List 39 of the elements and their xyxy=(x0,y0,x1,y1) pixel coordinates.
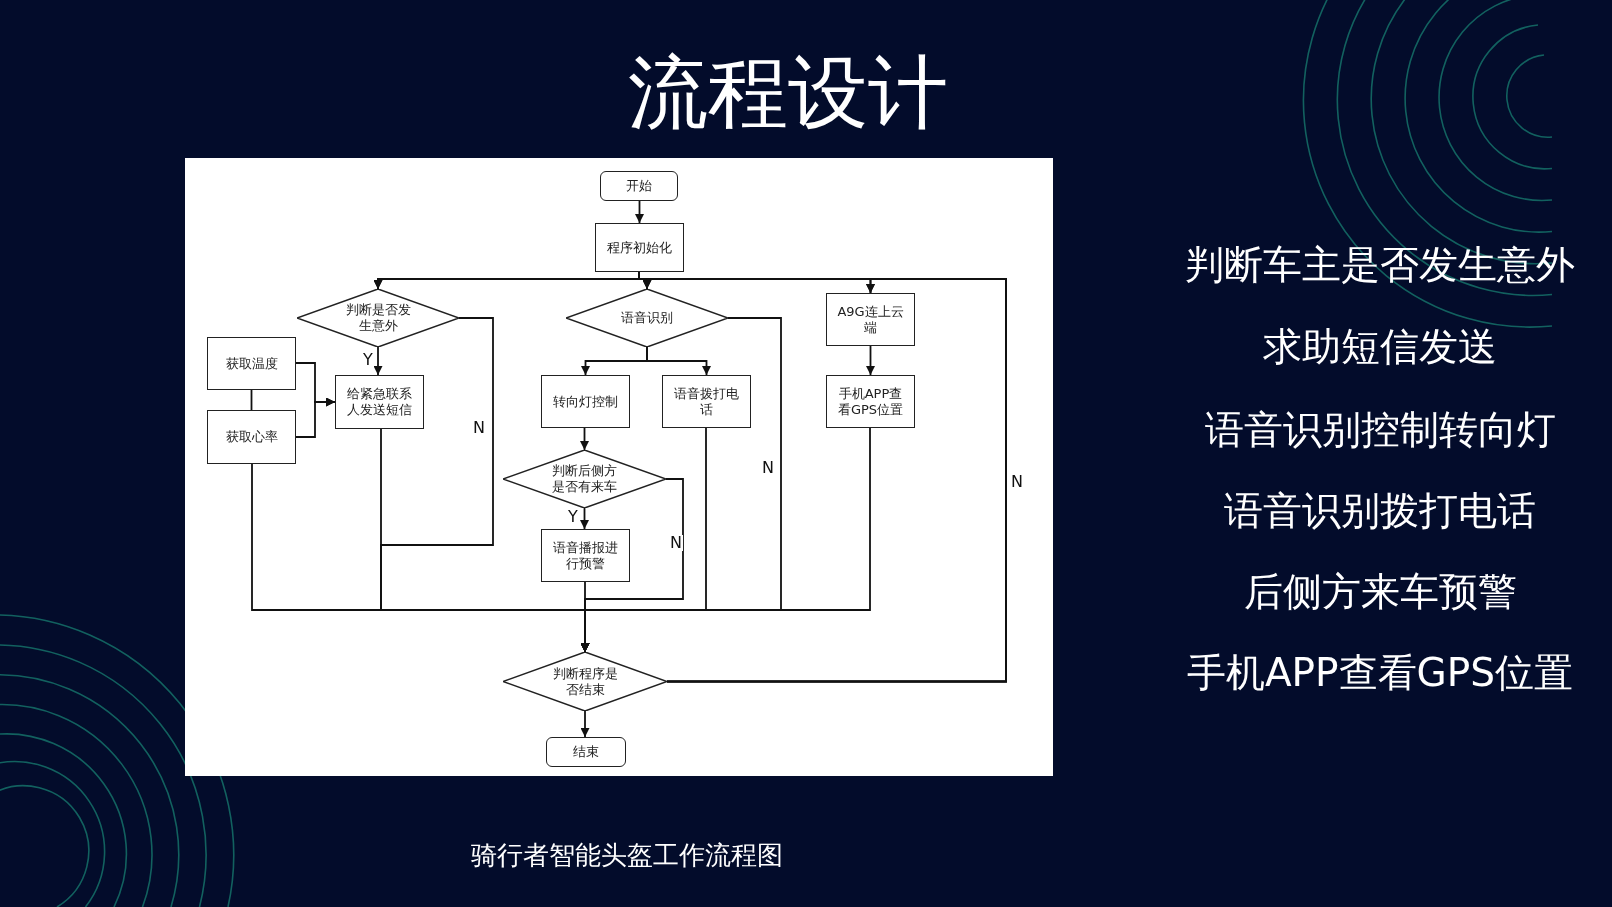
arrow xyxy=(580,507,589,530)
edge-label: N xyxy=(1010,474,1024,490)
arrow xyxy=(580,427,589,451)
edge-label: N xyxy=(472,420,486,436)
feature-text: 判断车主是否发生意外 xyxy=(1185,242,1575,288)
arrow xyxy=(646,346,711,376)
edge-label: Y xyxy=(362,352,374,368)
edge-label: N xyxy=(761,460,775,476)
terminal-box: 开始 xyxy=(600,171,678,201)
process-box: 转向灯控制 xyxy=(541,375,630,428)
arrow xyxy=(580,427,871,653)
process-box: 程序初始化 xyxy=(595,223,684,272)
edge-label: Y xyxy=(567,509,579,525)
decision-diamond: 判断后侧方是否有来车 xyxy=(503,450,666,508)
decision-diamond: 判断是否发生意外 xyxy=(297,289,459,347)
feature-text: 语音识别控制转向灯 xyxy=(1204,407,1556,453)
edge-label: N xyxy=(669,535,683,551)
arrow xyxy=(635,200,644,224)
process-box: 获取心率 xyxy=(207,410,296,464)
process-box: A9G连上云端 xyxy=(826,293,915,346)
terminal-box: 结束 xyxy=(546,737,626,767)
figure-caption: 骑行者智能头盔工作流程图 xyxy=(470,839,784,872)
process-box: 给紧急联系人发送短信 xyxy=(335,375,424,429)
arrow xyxy=(373,346,383,376)
feature-text: 语音识别拨打电话 xyxy=(1224,488,1536,534)
decision-diamond: 判断程序是否结束 xyxy=(503,652,667,711)
feature-text: 后侧方来车预警 xyxy=(1243,569,1517,615)
process-box: 语音拨打电话 xyxy=(662,375,751,428)
arrow xyxy=(866,345,875,376)
arrow xyxy=(580,710,590,738)
process-box: 语音播报进行预警 xyxy=(541,529,630,582)
slide-title: 流程设计 xyxy=(627,45,949,141)
decision-diamond: 语音识别 xyxy=(566,289,728,347)
process-box: 手机APP查看GPS位置 xyxy=(826,375,915,428)
arrow xyxy=(295,397,336,438)
feature-text: 手机APP查看GPS位置 xyxy=(1186,650,1574,696)
connector-line xyxy=(250,389,253,411)
feature-text: 求助短信发送 xyxy=(1263,324,1497,370)
process-box: 获取温度 xyxy=(207,337,296,390)
